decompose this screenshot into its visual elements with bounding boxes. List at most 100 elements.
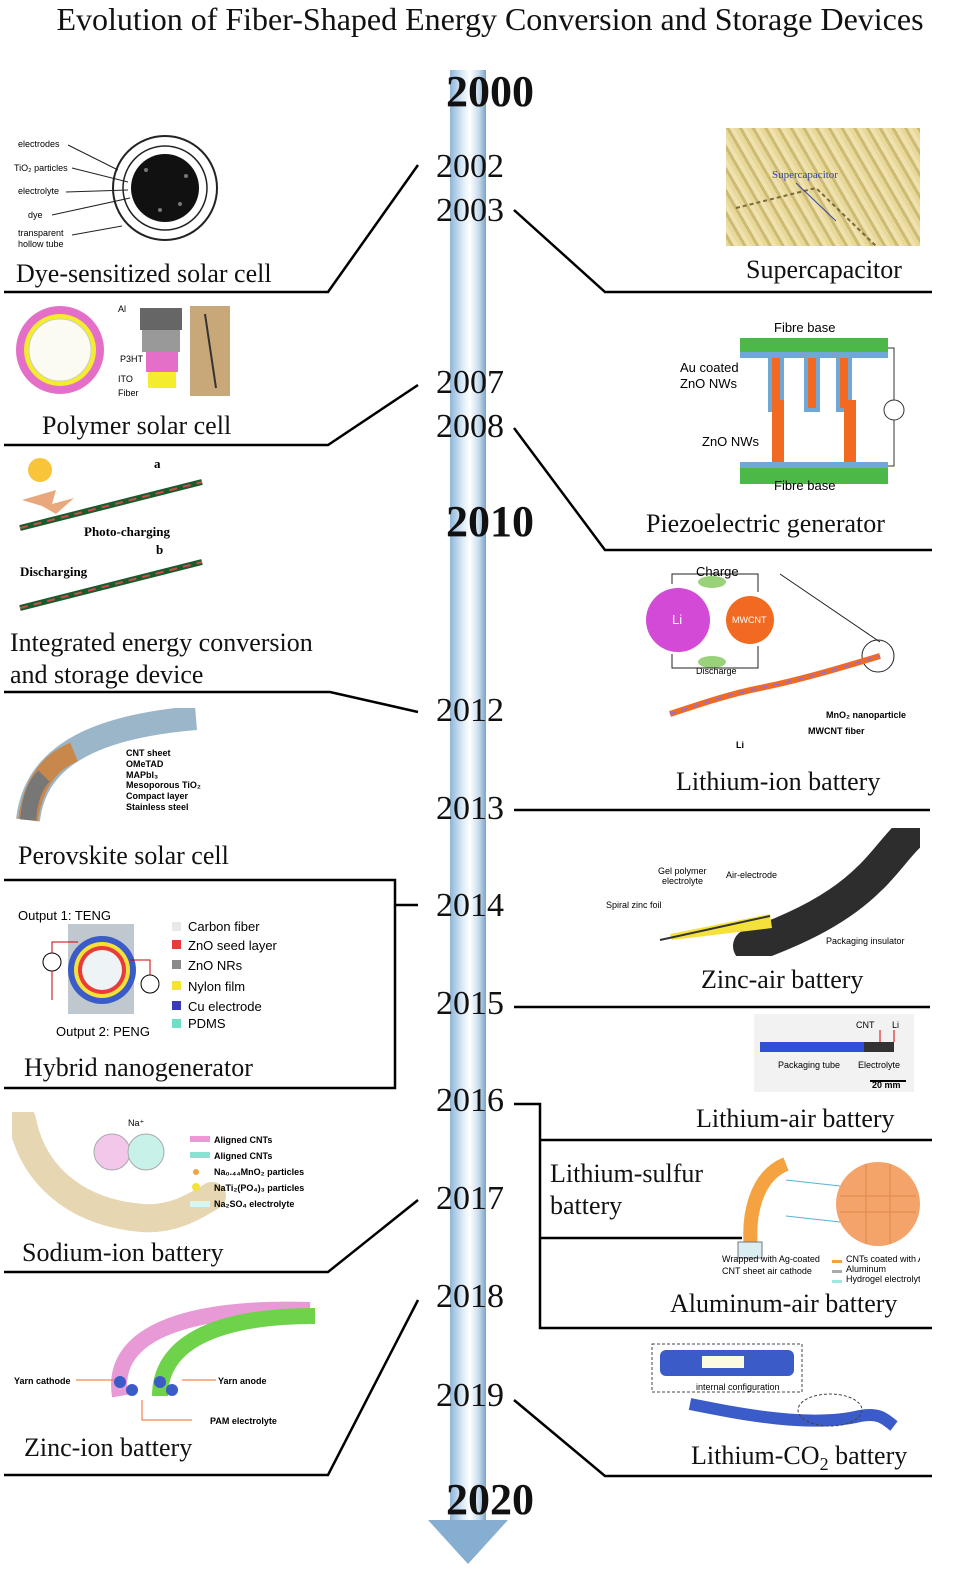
year-2016: 2016: [436, 1082, 504, 1119]
hybrid-legend-zno-nrs: ZnO NRs: [188, 958, 243, 973]
hybrid-legend-carbon: Carbon fiber: [188, 919, 260, 934]
piezo-label-fibre-bottom: Fibre base: [774, 478, 835, 493]
piezo-figure: Fibre base Au coated ZnO NWs ZnO NWs Fib…: [680, 320, 905, 493]
dssc-figure: electrodes TiO₂ particles electrolyte dy…: [14, 135, 218, 249]
hybrid-legend-zno-seed: ZnO seed layer: [188, 938, 278, 953]
dssc-label-hollow: hollow tube: [18, 239, 64, 249]
lico2-label-internal: internal configuration: [696, 1382, 780, 1392]
polymer-label-p3ht: P3HT: [120, 354, 144, 364]
alair-label-wrapped: Wrapped with Ag-coated: [722, 1254, 820, 1264]
year-2012: 2012: [436, 692, 504, 729]
label-lithium-sulfur-line2: battery: [550, 1191, 623, 1220]
liion-label-discharge: Discharge: [696, 666, 737, 676]
label-integrated-line1: Integrated energy conversion: [10, 628, 313, 657]
label-sodium-ion: Sodium-ion battery: [22, 1238, 224, 1267]
dssc-label-electrodes: electrodes: [18, 139, 60, 149]
perovskite-label-compact: Compact layer: [126, 791, 189, 801]
sodium-figure: Na⁺ Aligned CNTs Aligned CNTs Na₀.₄₄MnO₂…: [12, 1112, 304, 1233]
year-2003: 2003: [436, 192, 504, 229]
perovskite-label-mapbi: MAPbI₃: [126, 770, 158, 780]
lico2-text-tail: battery: [828, 1441, 908, 1470]
sodium-legend-nati: NaTi₂(PO₄)₃ particles: [214, 1183, 304, 1193]
perovskite-label-steel: Stainless steel: [126, 802, 189, 812]
decade-2000: 2000: [446, 67, 534, 116]
year-2019: 2019: [436, 1377, 504, 1414]
label-piezoelectric: Piezoelectric generator: [646, 509, 885, 538]
integrated-label-discharging: Discharging: [20, 564, 88, 579]
decade-2010: 2010: [446, 497, 534, 546]
lico2-figure: internal configuration: [651, 1343, 898, 1431]
label-zinc-air: Zinc-air battery: [701, 965, 864, 994]
liair-label-tube: Packaging tube: [778, 1060, 840, 1070]
alair-legend-aluminum: Aluminum: [846, 1264, 886, 1274]
year-2002: 2002: [436, 148, 504, 185]
liion-label-li: Li: [672, 612, 682, 627]
polymer-label-ito: ITO: [118, 374, 133, 384]
liion-label-mwcnt-fiber: MWCNT fiber: [808, 726, 865, 736]
polymer-figure: Al P3HT ITO Fiber: [16, 304, 230, 398]
dssc-label-tio2: TiO₂ particles: [14, 163, 68, 173]
timeline-arrowhead: [428, 1520, 508, 1564]
hybrid-label-output2: Output 2: PENG: [56, 1024, 150, 1039]
sodium-legend-na2so4: Na₂SO₄ electrolyte: [214, 1199, 294, 1209]
liion-label-charge: Charge: [696, 564, 739, 579]
supercap-fig-label: Supercapacitor: [772, 169, 838, 181]
polymer-label-fiber: Fiber: [118, 388, 139, 398]
label-lithium-air: Lithium-air battery: [696, 1104, 895, 1133]
sodium-legend-cnt-1: Aligned CNTs: [214, 1135, 272, 1145]
zincion-label-pam: PAM electrolyte: [210, 1416, 277, 1426]
alair-figure: Wrapped with Ag-coated CNT sheet air cat…: [722, 1157, 920, 1284]
label-dssc: Dye-sensitized solar cell: [16, 259, 272, 288]
year-2014: 2014: [436, 887, 504, 924]
alair-label-cathode: CNT sheet air cathode: [722, 1266, 812, 1276]
dssc-label-transparent: transparent: [18, 228, 64, 238]
year-2013: 2013: [436, 790, 504, 827]
zincair-figure: Gel polymer electrolyte Air-electrode Sp…: [606, 828, 920, 956]
label-integrated-line2: and storage device: [10, 660, 204, 689]
page-title: Evolution of Fiber-Shaped Energy Convers…: [56, 1, 924, 37]
dssc-label-electrolyte: electrolyte: [18, 186, 59, 196]
zincion-label-anode: Yarn anode: [218, 1376, 267, 1386]
polymer-label-al: Al: [118, 304, 126, 314]
zincair-label-gel-2: electrolyte: [662, 876, 703, 886]
sodium-legend-cnt-2: Aligned CNTs: [214, 1151, 272, 1161]
liair-label-scale: 20 mm: [872, 1080, 901, 1090]
year-2018: 2018: [436, 1278, 504, 1315]
year-2008: 2008: [436, 408, 504, 445]
perovskite-figure: CNT sheet OMeTAD MAPbI₃ Mesoporous TiO₂ …: [16, 708, 201, 822]
year-2015: 2015: [436, 985, 504, 1022]
dssc-label-dye: dye: [28, 210, 43, 220]
zincair-label-zinc-foil: Spiral zinc foil: [606, 900, 662, 910]
label-perovskite: Perovskite solar cell: [18, 841, 229, 870]
liion-figure: Charge Li MWCNT Discharge MnO₂ nanoparti…: [646, 564, 906, 750]
label-supercapacitor: Supercapacitor: [746, 255, 902, 284]
liion-label-mno2: MnO₂ nanoparticle: [826, 710, 906, 720]
timeline-axis: [450, 70, 486, 1520]
sodium-legend-mno2: Na₀.₄₄MnO₂ particles: [214, 1167, 304, 1177]
integrated-label-a: a: [154, 456, 161, 471]
zincion-label-cathode: Yarn cathode: [14, 1376, 71, 1386]
liion-label-mwcnt: MWCNT: [732, 615, 767, 625]
integrated-figure: a Photo-charging b Discharging: [19, 456, 203, 611]
label-lithium-sulfur-line1: Lithium-sulfur: [550, 1159, 704, 1188]
hybrid-figure: Output 1: TENG Output 2: PENG Carbon fib…: [18, 908, 278, 1039]
perovskite-label-ometad: OMeTAD: [126, 759, 164, 769]
hybrid-label-output1: Output 1: TENG: [18, 908, 111, 923]
integrated-label-photo: Photo-charging: [84, 524, 170, 539]
lico2-text-sub: 2: [819, 1454, 829, 1475]
piezo-label-au-coated: Au coated: [680, 360, 739, 375]
liair-figure: CNT Li Packaging tube Electrolyte 20 mm: [754, 1014, 914, 1092]
piezo-label-zno-1: ZnO NWs: [680, 376, 738, 391]
hybrid-legend-cu: Cu electrode: [188, 999, 262, 1014]
liion-label-li-bottom: Li: [736, 740, 744, 750]
liair-label-cnt: CNT: [856, 1020, 875, 1030]
label-lithium-co2: Lithium-CO2 battery: [691, 1440, 907, 1480]
sodium-label-na: Na⁺: [128, 1118, 145, 1128]
zincair-label-insulator: Packaging insulator: [826, 936, 905, 946]
label-zinc-ion: Zinc-ion battery: [24, 1433, 193, 1462]
perovskite-label-tio2: Mesoporous TiO₂: [126, 780, 201, 790]
label-hybrid: Hybrid nanogenerator: [24, 1053, 253, 1082]
lico2-text-main: Lithium-CO: [691, 1441, 820, 1470]
supercapacitor-photo: Supercapacitor: [726, 128, 920, 246]
